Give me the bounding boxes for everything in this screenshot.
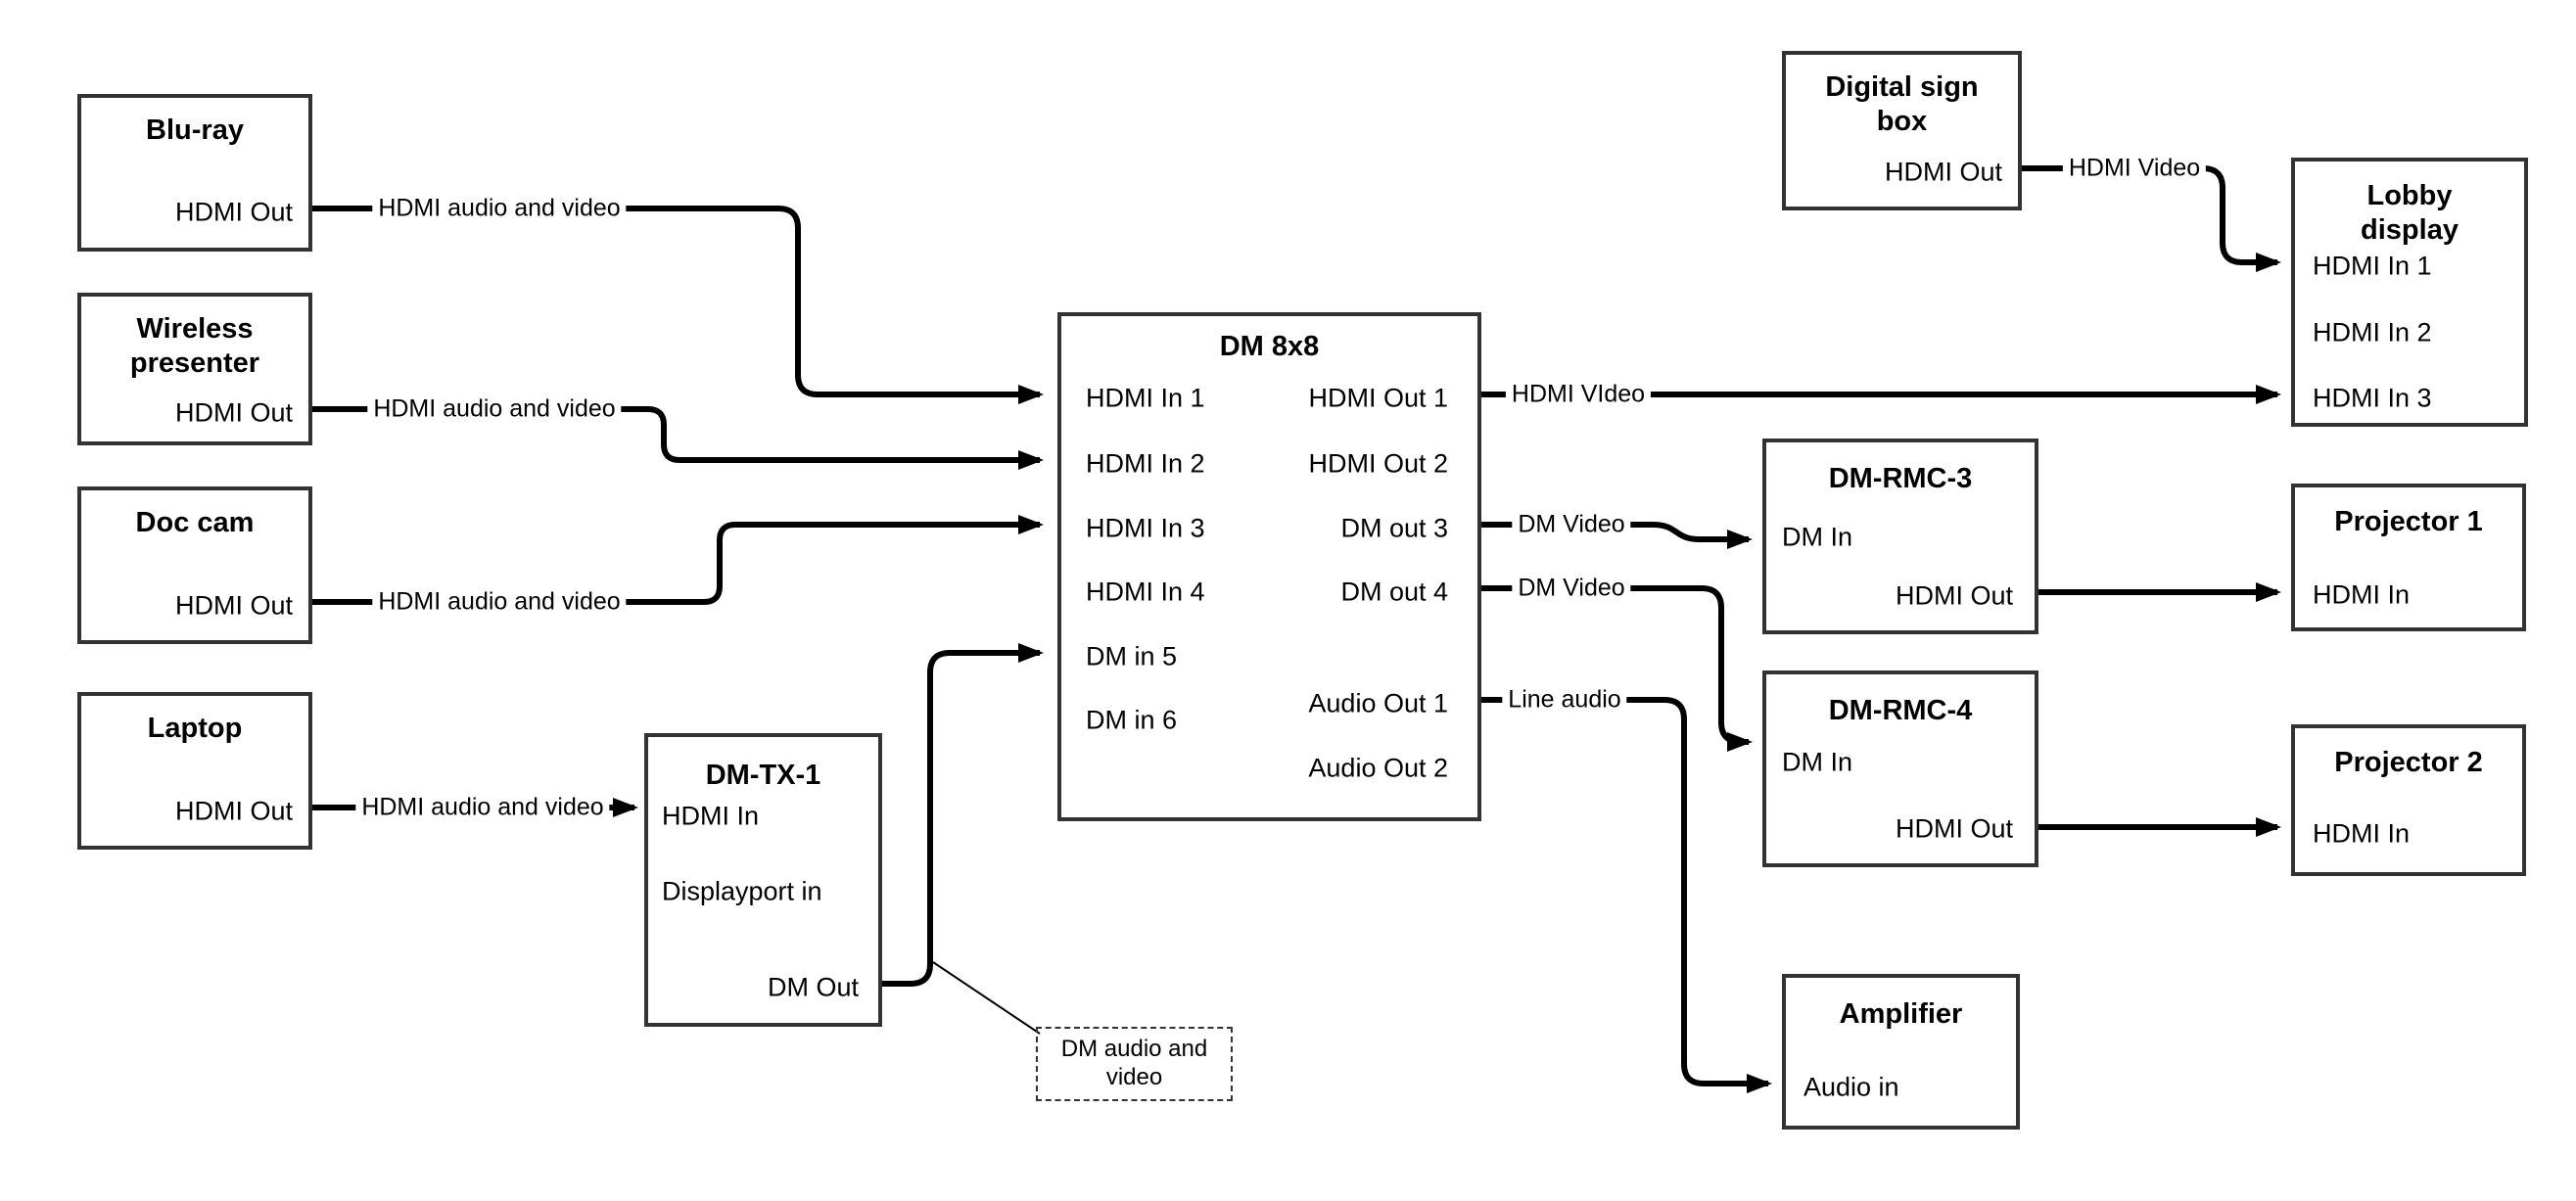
port-dm-in-5: DM in 5 (1086, 641, 1178, 671)
node-title: Projector 2 (2334, 747, 2483, 778)
wire-doccam-to-hdmi-in-3 (312, 515, 1044, 605)
node-title: DM-TX-1 (705, 760, 821, 791)
port-hdmi-in-2: HDMI In 2 (2313, 317, 2432, 347)
port-hdmi-in: HDMI In (662, 801, 760, 831)
note-callout-line (932, 961, 1041, 1035)
port-hdmi-out: HDMI Out (174, 796, 293, 826)
port-hdmi-in: HDMI In (2313, 818, 2411, 849)
node-doc-cam: Doc cam HDMI Out (77, 486, 312, 644)
note-dm-audio-and-video: DM audio and video (1036, 1027, 1233, 1101)
port-dm-in: DM In (1782, 522, 1853, 552)
node-title: Wireless presenter (129, 313, 260, 379)
port-hdmi-out: HDMI Out (174, 397, 293, 428)
port-hdmi-out-2: HDMI Out 2 (1308, 448, 1448, 479)
node-amplifier: Amplifier Audio in (1782, 974, 2020, 1130)
port-audio-in: Audio in (1803, 1072, 1899, 1102)
node-blu-ray: Blu-ray HDMI Out (77, 94, 312, 252)
node-title: Laptop (147, 713, 243, 744)
wire-dm-out-3-to-rmc3 (1481, 522, 1753, 549)
port-dm-in-6: DM in 6 (1086, 705, 1178, 735)
wire-label-line-audio: Line audio (1502, 683, 1627, 716)
port-hdmi-out-1: HDMI Out 1 (1308, 383, 1448, 413)
node-lobby-display: Lobby display HDMI In 1 HDMI In 2 HDMI I… (2291, 158, 2528, 427)
port-displayport-in: Displayport in (662, 876, 822, 906)
port-hdmi-out: HDMI Out (174, 590, 293, 621)
node-wireless-presenter: Wireless presenter HDMI Out (77, 293, 312, 445)
node-title: Digital sign box (1825, 71, 1979, 137)
node-laptop: Laptop HDMI Out (77, 692, 312, 850)
wire-wireless-to-hdmi-in-2 (312, 406, 1044, 470)
node-title: DM-RMC-3 (1828, 463, 1973, 494)
node-projector-2: Projector 2 HDMI In (2291, 724, 2526, 876)
wire-bluray-to-hdmi-in-1 (312, 206, 1044, 404)
port-hdmi-in: HDMI In (2313, 579, 2411, 610)
port-hdmi-in-4: HDMI In 4 (1086, 577, 1205, 607)
wire-label-dm-video-out3: DM Video (1512, 508, 1631, 541)
wire-label-dm-video-out4: DM Video (1512, 572, 1631, 605)
port-hdmi-out: HDMI Out (174, 197, 293, 227)
node-projector-1: Projector 1 HDMI In (2291, 484, 2526, 631)
node-dm-rmc-3: DM-RMC-3 DM In HDMI Out (1762, 439, 2038, 634)
wire-dmtx1-to-dm-in-5 (882, 643, 1044, 987)
wire-label-hdmi-video-out1: HDMI VIdeo (1505, 378, 1652, 411)
port-hdmi-in-1: HDMI In 1 (1086, 383, 1205, 413)
port-dm-in: DM In (1782, 747, 1853, 777)
wire-label-hdmi-av-doccam: HDMI audio and video (372, 585, 627, 619)
wire-label-hdmi-av-wireless: HDMI audio and video (367, 393, 622, 426)
node-title: Amplifier (1839, 998, 1963, 1030)
node-dm-tx-1: DM-TX-1 HDMI In Displayport in DM Out (644, 733, 882, 1027)
port-hdmi-out: HDMI Out (1895, 813, 2013, 844)
port-audio-out-2: Audio Out 2 (1308, 753, 1448, 783)
port-hdmi-in-1: HDMI In 1 (2313, 251, 2432, 281)
wire-audio-out-1-to-amplifier (1481, 697, 1772, 1093)
node-dm-8x8: DM 8x8 HDMI In 1 HDMI In 2 HDMI In 3 HDM… (1057, 312, 1481, 821)
port-hdmi-out: HDMI Out (1895, 580, 2013, 611)
port-hdmi-in-2: HDMI In 2 (1086, 448, 1205, 479)
note-text: DM audio and video (1060, 1036, 1208, 1090)
wire-label-hdmi-av-bluray: HDMI audio and video (372, 192, 627, 225)
node-digital-sign-box: Digital sign box HDMI Out (1782, 51, 2022, 210)
wire-dm-out-4-to-rmc4 (1481, 585, 1753, 752)
wire-label-hdmi-av-laptop: HDMI audio and video (355, 791, 610, 824)
node-title: DM 8x8 (1219, 331, 1320, 362)
port-hdmi-in-3: HDMI In 3 (1086, 513, 1205, 543)
port-hdmi-in-3: HDMI In 3 (2313, 383, 2432, 413)
port-audio-out-1: Audio Out 1 (1308, 688, 1448, 718)
port-dm-out-4: DM out 4 (1340, 577, 1448, 607)
node-title: Doc cam (135, 507, 255, 538)
node-title: Lobby display (2361, 180, 2459, 246)
node-title: Blu-ray (146, 115, 244, 146)
port-hdmi-out: HDMI Out (1884, 157, 2002, 187)
wire-label-hdmi-video-sign: HDMI Video (2062, 152, 2207, 185)
port-dm-out-3: DM out 3 (1340, 513, 1448, 543)
node-dm-rmc-4: DM-RMC-4 DM In HDMI Out (1762, 670, 2038, 867)
node-title: DM-RMC-4 (1828, 695, 1973, 726)
node-title: Projector 1 (2334, 506, 2483, 537)
wire-signbox-to-lobby (2022, 165, 2281, 272)
port-dm-out: DM Out (767, 972, 859, 1002)
